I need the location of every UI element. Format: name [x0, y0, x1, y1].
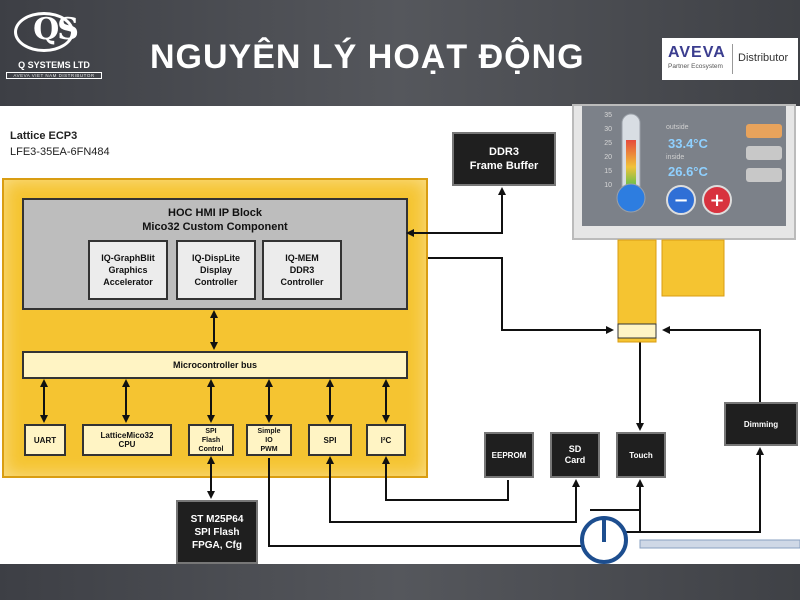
lcd-ribbon-flex — [661, 239, 725, 297]
i2c-block: I²C — [366, 424, 406, 456]
gpio-line3: PWM — [260, 445, 278, 453]
chip-name: Lattice ECP3 — [10, 130, 78, 142]
graphblit-line1: IQ-GraphBlit — [101, 253, 155, 263]
spi-flash-line1: SPI — [205, 427, 217, 435]
plus-glyph: + — [709, 190, 724, 211]
touch-block: Touch — [616, 432, 666, 478]
wire-gpio-touch — [626, 479, 644, 533]
displite-line1: IQ-DispLite — [191, 253, 240, 263]
ip-block-title: HOC HMI IP Block Mico32 Custom Component — [22, 206, 408, 234]
touch-ribbon — [639, 539, 800, 549]
outside-temperature: 33.4°C — [668, 136, 708, 151]
footer-band — [0, 564, 800, 600]
inside-label: inside — [666, 154, 685, 161]
wire-dimming-lcd — [662, 326, 761, 402]
inside-temperature: 26.6°C — [668, 164, 708, 179]
lcd-side-button[interactable] — [746, 146, 782, 160]
scale-tick: 20 — [604, 154, 612, 161]
partner-brand: AVEVA — [668, 44, 726, 61]
minus-button-icon — [666, 185, 696, 215]
scale-tick: 35 — [604, 112, 612, 119]
graphblit-line3: Accelerator — [103, 277, 153, 287]
partner-role: Distributor — [738, 52, 789, 64]
partner-divider — [732, 44, 733, 74]
scale-tick: 10 — [604, 182, 612, 189]
scale-tick: 30 — [604, 126, 612, 133]
spi-block: SPI — [308, 424, 352, 456]
scale-tick: 15 — [604, 168, 612, 175]
plus-button-icon — [702, 185, 732, 215]
ip-title-line2: Mico32 Custom Component — [142, 221, 288, 233]
flash-line2: SPI Flash — [194, 526, 240, 538]
cpu-line1: LatticeMico32 — [100, 431, 154, 440]
gpio-line1: Simple — [257, 427, 281, 435]
thermometer-icon — [616, 113, 646, 213]
microcontroller-bus: Microcontroller bus — [22, 351, 408, 379]
chip-part-number: LFE3-35EA-6FN484 — [10, 146, 110, 158]
scale-tick: 25 — [604, 140, 612, 147]
outside-label: outside — [666, 124, 689, 131]
lcd-side-button[interactable] — [746, 168, 782, 182]
flash-line3: FPGA, Cfg — [192, 539, 242, 551]
wire-ip-lcd — [428, 257, 614, 334]
mem-line2: DDR3 — [289, 265, 315, 275]
wire-i2c-eeprom — [382, 456, 509, 501]
displite-line2: Display — [199, 265, 232, 275]
sd-line1: SD — [568, 444, 582, 454]
lcd-connector-tab — [617, 323, 657, 339]
ip-title-line1: HOC HMI IP Block — [168, 207, 262, 219]
ddr3-line1: DDR3 — [489, 146, 519, 158]
displite-line3: Controller — [194, 277, 238, 287]
wire-ip-ddr3 — [406, 187, 506, 237]
wire-gpio-bus — [268, 458, 582, 547]
uart-block: UART — [24, 424, 66, 456]
wire-spi-sd — [326, 456, 580, 523]
minus-glyph: − — [673, 190, 688, 211]
page-title: NGUYÊN LÝ HOẠT ĐỘNG — [150, 38, 585, 76]
flash-line1: ST M25P64 — [190, 513, 244, 525]
logo-letters: QS — [33, 12, 79, 47]
mem-line3: Controller — [280, 277, 324, 287]
cpu-line2: CPU — [118, 440, 136, 449]
chip-label: Lattice ECP3 LFE3-35EA-6FN484 — [10, 128, 210, 160]
ddr3-line2: Frame Buffer — [469, 160, 539, 172]
wire-gpio-dimming — [626, 447, 764, 533]
gpio-line2: IO — [265, 436, 273, 444]
logo-ring — [14, 12, 74, 52]
dimming-block: Dimming — [724, 402, 798, 446]
spi-flash-line3: Control — [198, 445, 224, 453]
spi-flash-line2: Flash — [201, 436, 221, 444]
graphblit-line2: Graphics — [108, 265, 148, 275]
lcd-side-button[interactable] — [746, 124, 782, 138]
partner-subtitle: Partner Ecosystem — [668, 63, 723, 70]
mem-line1: IQ-MEM — [285, 253, 319, 263]
logo-company-name: Q SYSTEMS LTD — [18, 60, 90, 70]
logo-tagline: AVEVA VIET NAM DISTRIBUTOR — [6, 72, 102, 79]
partner-badge — [662, 38, 798, 80]
